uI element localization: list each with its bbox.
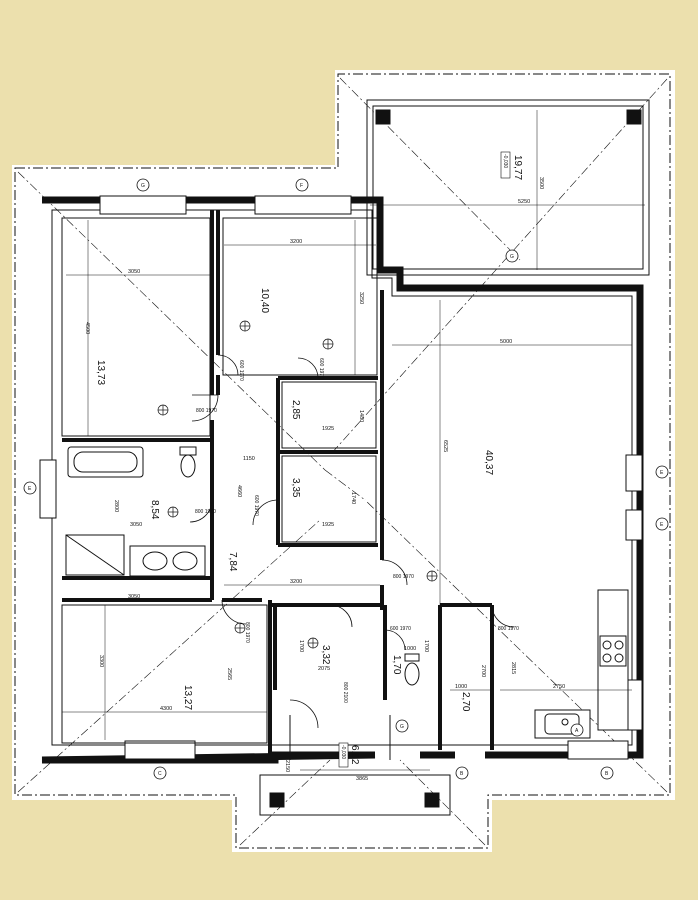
door-label-bedroom-c: 800 1970 [244,622,250,643]
level-entrance: -0,030 [340,745,346,759]
dim-bathroom-depth: 2800 [113,500,119,512]
marker-label: G [510,254,514,260]
door-label-wardrobe-b: 600 1970 [253,495,259,516]
dim-kitchen-width: 2750 [553,684,565,690]
door-label-entrance: 800 2100 [342,682,348,703]
dim-living-depth: 6525 [442,440,448,452]
room-area-bedroom-c: 13,27 [182,685,193,710]
level-box-entrance [338,742,349,768]
marker-label: E [660,470,664,476]
door-label-storage: 800 1970 [498,626,519,632]
outlet-symbols [157,320,438,649]
windows [39,195,643,760]
room-area-bathroom: 8,54 [149,500,160,520]
room-area-living: 40,37 [483,450,494,475]
dim-storage-depth: 2700 [480,665,486,677]
marker-label: E [660,522,664,528]
shower [65,534,125,576]
dim-kitchen-depth: 2815 [510,662,516,674]
marker-circle [655,465,669,479]
toilet [179,446,420,686]
marker-label: B [605,771,609,777]
dim-wardrobe-a-width: 1925 [322,426,334,432]
dimension-lines [62,110,645,771]
room-area-bedroom-a: 13,73 [95,360,106,385]
double-sink [129,545,206,577]
bathtub [67,446,144,478]
dim-hallway-inner: 1150 [243,456,255,462]
dim-entrance-depth: 2150 [284,760,290,772]
room-area-utility: 3,32 [320,645,331,665]
exterior-walls-inner-line [51,209,633,746]
level-box-terrace [500,151,511,179]
dim-hallway-depth: 4660 [236,485,242,497]
door-label-bedroom-b: 600 1970 [238,360,244,381]
room-area-wardrobe-a: 2,85 [290,400,301,420]
dim-utility-width: 2075 [318,666,330,672]
marker-circle [570,723,584,737]
marker-circle [23,481,37,495]
dim-bedroom-b-width: 3200 [290,239,302,245]
marker-label: A [575,728,579,734]
marker-circle [295,178,309,192]
dim-bedroom-a-width: 3050 [128,269,140,275]
dim-wc-depth: 1700 [423,640,429,652]
room-area-wc: 1,70 [391,655,402,675]
marker-circle [395,719,409,733]
dim-bedroom-b-depth: 3250 [358,292,364,304]
marker-label: B [460,771,464,777]
marker-circle [600,766,614,780]
room-area-bedroom-b: 10,40 [259,288,270,313]
dim-utility-depth: 1700 [298,640,304,652]
dim-bedroom-c-length: 4300 [160,706,172,712]
level-terrace: -0,030 [502,154,508,168]
room-area-hallway: 7,84 [227,552,238,572]
marker-circle [655,517,669,531]
dim-storage-width: 1000 [455,684,467,690]
marker-label: F [300,183,303,189]
marker-label: E [28,486,32,492]
dim-living-width: 5000 [500,339,512,345]
dim-terrace-width: 5250 [518,199,530,205]
interior-walls [62,210,494,760]
terrace [366,99,650,276]
dim-wc-width: 1000 [404,646,416,652]
dim-wardrobe-a-depth: 1480 [358,410,364,422]
dim-wardrobe-b-width: 1925 [322,522,334,528]
dim-bedroom-c-side: 2565 [226,668,232,680]
wall-edges [61,217,378,744]
entrance-porch [259,715,451,816]
room-area-terrace: 19,77 [512,155,523,180]
roof-outline [14,73,671,849]
door-label-bedroom-a: 800 1970 [196,408,217,414]
room-area-entrance: 6,82 [349,745,360,765]
dim-bedroom-c-depth: 3300 [98,655,104,667]
kitchen-stove [597,589,629,731]
door-label-wc: 600 1970 [390,626,411,632]
dim-bedroom-a-depth: 4500 [84,322,90,334]
marker-label: G [400,724,404,730]
marker-circle [153,766,167,780]
door-label-living: 800 1970 [393,574,414,580]
marker-circle [136,178,150,192]
dim-entrance-width: 3865 [356,776,368,782]
window-markers: G F E G E E C B B G A [23,178,669,780]
door-label-bathroom: 800 1970 [195,509,216,515]
marker-label: G [141,183,145,189]
marker-circle [505,249,519,263]
dim-wardrobe-b-depth: 1740 [350,492,356,504]
dim-hallway-width: 3200 [290,579,302,585]
dim-bedroom-c-width: 3050 [128,594,140,600]
dim-terrace-depth: 3500 [538,177,544,189]
paper-sheet [12,70,675,852]
marker-circle [455,766,469,780]
room-area-storage: 2,70 [460,692,471,712]
dim-bathroom-width: 3050 [130,522,142,528]
door-swings [189,354,515,729]
marker-label: C [158,771,162,777]
door-label-wardrobe-a: 600 1970 [318,358,324,379]
room-area-wardrobe-b: 3,35 [290,478,301,498]
